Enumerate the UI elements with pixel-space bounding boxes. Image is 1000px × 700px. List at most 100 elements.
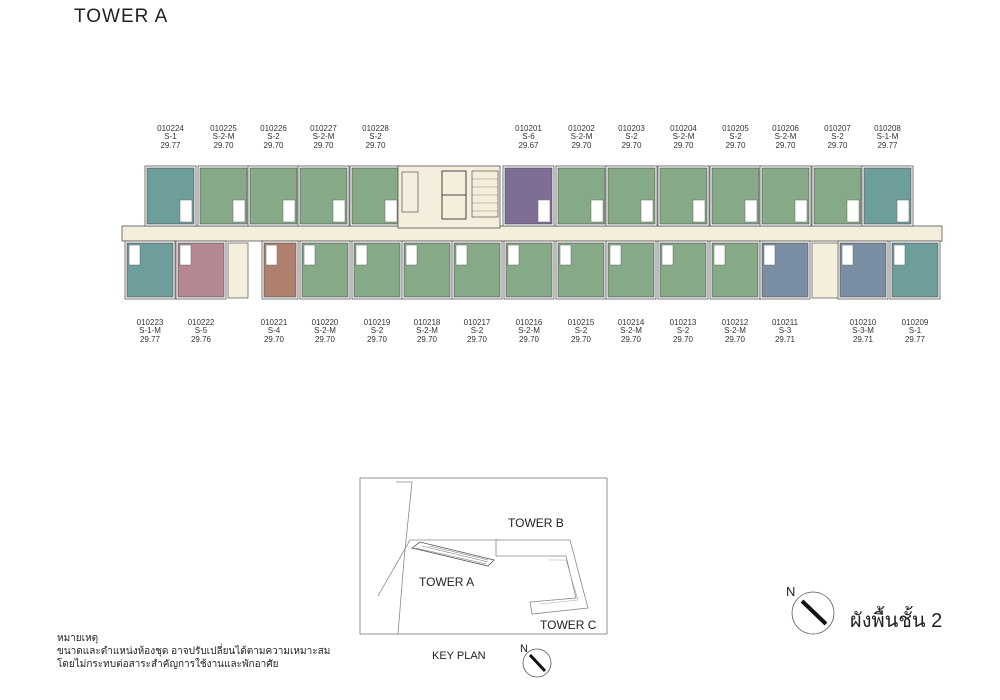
bathroom-icon xyxy=(303,244,316,266)
unit-type: S-2-M xyxy=(571,132,593,141)
unit-code: 010204 xyxy=(670,124,697,133)
unit-area: 29.70 xyxy=(213,141,234,150)
key-plan-caption: KEY PLAN xyxy=(432,650,486,662)
bathroom-icon xyxy=(332,199,346,223)
unit-type: S-2 xyxy=(371,326,384,335)
unit-code: 010226 xyxy=(260,124,287,133)
unit-code: 010209 xyxy=(902,318,929,327)
unit-code: 010228 xyxy=(362,124,389,133)
bathroom-icon xyxy=(893,244,906,266)
page-title: TOWER A xyxy=(74,6,169,27)
key-plan-tower-a: TOWER A xyxy=(419,575,474,589)
bathroom-icon xyxy=(384,199,398,223)
unit-type: S-2 xyxy=(831,132,844,141)
bathroom-icon xyxy=(405,244,418,266)
unit-room-010220 xyxy=(301,242,349,298)
unit-code: 010219 xyxy=(364,318,391,327)
unit-type: S-1 xyxy=(909,326,922,335)
unit-code: 010206 xyxy=(772,124,799,133)
unit-code: 010211 xyxy=(772,318,799,327)
bathroom-icon xyxy=(744,199,758,223)
unit-area: 29.70 xyxy=(367,335,388,344)
bathroom-icon xyxy=(609,244,622,266)
unit-area: 29.70 xyxy=(827,141,848,150)
bathroom-icon xyxy=(590,199,604,223)
unit-code: 010208 xyxy=(874,124,901,133)
note-line-1: ขนาดและตำแหน่งห้องชุด อาจปรับเปลี่ยนได้ต… xyxy=(57,646,331,657)
unit-code: 010201 xyxy=(515,124,542,133)
unit-code: 010222 xyxy=(188,318,215,327)
central-core xyxy=(397,165,501,229)
stair-west xyxy=(227,242,249,299)
unit-type: S-1-M xyxy=(877,132,899,141)
stair-east xyxy=(811,242,839,299)
unit-area: 29.70 xyxy=(571,141,592,150)
bathroom-icon xyxy=(640,199,654,223)
bathroom-icon xyxy=(661,244,674,266)
unit-type: S-2 xyxy=(267,132,280,141)
bathroom-icon xyxy=(179,244,192,266)
unit-type: S-2-M xyxy=(724,326,746,335)
unit-type: S-2 xyxy=(369,132,382,141)
unit-code: 010221 xyxy=(261,318,288,327)
bathroom-icon xyxy=(282,199,296,223)
unit-code: 010220 xyxy=(312,318,339,327)
unit-code: 010223 xyxy=(137,318,164,327)
unit-type: S-1 xyxy=(164,132,177,141)
unit-type: S-5 xyxy=(195,326,208,335)
key-plan-north-arrow: N xyxy=(520,643,552,678)
unit-code: 010216 xyxy=(516,318,543,327)
unit-area: 29.70 xyxy=(365,141,386,150)
bathroom-icon xyxy=(128,244,141,266)
unit-area: 29.70 xyxy=(673,141,694,150)
stair-core xyxy=(471,170,499,218)
unit-code: 010225 xyxy=(210,124,237,133)
unit-type: S-2-M xyxy=(213,132,235,141)
unit-code: 010202 xyxy=(568,124,595,133)
unit-code: 010205 xyxy=(722,124,749,133)
unit-type: S-2 xyxy=(677,326,690,335)
top-unit-row: 010224S-129.77010225S-2-M29.70010226S-22… xyxy=(144,124,914,227)
bathroom-icon xyxy=(232,199,246,223)
unit-code: 010203 xyxy=(618,124,645,133)
unit-code: 010212 xyxy=(722,318,749,327)
unit-area: 29.70 xyxy=(467,335,488,344)
unit-area: 29.67 xyxy=(518,141,539,150)
unit-type: S-2 xyxy=(729,132,742,141)
key-plan: TOWER A TOWER B TOWER C xyxy=(359,477,608,635)
bathroom-icon xyxy=(692,199,706,223)
bathroom-icon xyxy=(794,199,808,223)
floor-name: ผังพื้นชั้น 2 xyxy=(850,610,943,632)
corridor xyxy=(121,225,943,242)
note-line-2: โดยไม่กระทบต่อสาระสำคัญการใช้งานและพักอา… xyxy=(57,659,279,670)
unit-code: 010227 xyxy=(310,124,337,133)
unit-area: 29.77 xyxy=(160,141,181,150)
bathroom-icon xyxy=(507,244,520,266)
unit-area: 29.70 xyxy=(313,141,334,150)
bathroom-icon xyxy=(896,199,910,223)
bathroom-icon xyxy=(559,244,572,266)
unit-code: 010207 xyxy=(824,124,851,133)
unit-code: 010215 xyxy=(568,318,595,327)
bathroom-icon xyxy=(537,199,551,223)
key-plan-tower-c: TOWER C xyxy=(540,618,597,632)
unit-type: S-2-M xyxy=(313,132,335,141)
